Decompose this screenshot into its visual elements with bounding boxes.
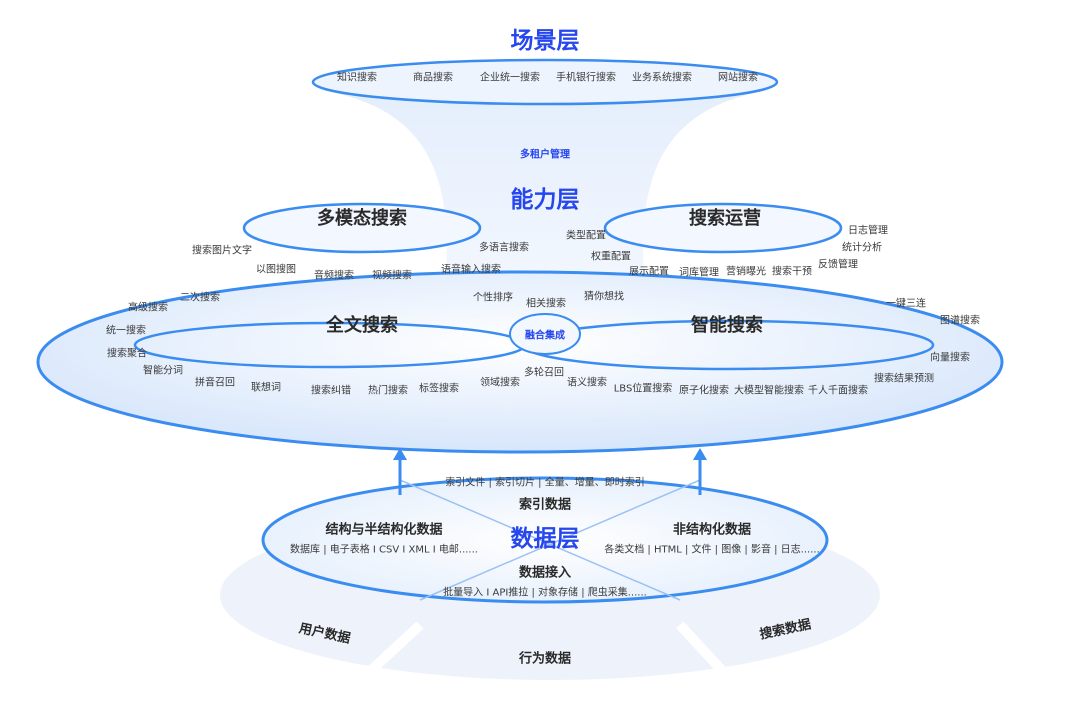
fulltext-item: 智能分词: [143, 365, 183, 377]
fulltext-item: 搜索纠错: [311, 385, 351, 397]
fulltext-item: 搜索聚合: [107, 348, 147, 360]
fulltext-item: 二次搜索: [180, 292, 220, 304]
operation-item: 统计分析: [842, 242, 882, 254]
fulltext-item: 个性排序: [473, 292, 513, 304]
smart-item: 一键三连: [886, 298, 926, 310]
scene-item: 业务系统搜索: [632, 72, 692, 84]
index-detail: 索引文件 | 索引切片 | 全量、增量、即时索引: [445, 477, 645, 489]
fulltext-item: 热门搜索: [368, 385, 408, 397]
smart-title: 智能搜索: [691, 315, 763, 336]
smart-item: 搜索结果预测: [874, 373, 934, 385]
data-layer-title: 数据层: [510, 526, 580, 552]
fulltext-title: 全文搜索: [326, 315, 398, 336]
capability-disk: [36, 270, 1004, 454]
smart-item: 千人千面搜索: [808, 385, 868, 397]
operation-item: 营销曝光: [726, 266, 766, 278]
fulltext-item: 多轮召回: [524, 367, 564, 379]
operation-item: 词库管理: [679, 267, 719, 279]
multimodal-item: 以图搜图: [256, 264, 296, 276]
fulltext-item: 高级搜索: [128, 302, 168, 314]
index-title: 索引数据: [518, 497, 572, 513]
fulltext-item: 拼音召回: [195, 377, 235, 389]
operation-item: 展示配置: [629, 266, 669, 278]
data-layer-ring: [261, 476, 829, 604]
tenant-label: 多租户管理: [520, 149, 570, 161]
unstructured-title: 非结构化数据: [672, 522, 752, 538]
multimodal-item: 语音输入搜索: [441, 264, 501, 276]
ingest-detail: 批量导入 I API推拉 | 对象存储 | 爬虫采集......: [443, 587, 647, 599]
smart-item: 语义搜索: [567, 377, 607, 389]
fulltext-item: 相关搜索: [526, 298, 566, 310]
fulltext-item: 标签搜索: [419, 383, 459, 395]
multimodal-item: 音频搜索: [314, 270, 354, 282]
smart-item: 图谱搜索: [940, 315, 980, 327]
multimodal-item: 多语言搜索: [479, 242, 529, 254]
smart-item: 大模型智能搜索: [734, 385, 804, 397]
multimodal-item: 搜索图片文字: [192, 245, 252, 257]
scene-layer-title: 场景层: [510, 28, 580, 54]
structured-title: 结构与半结构化数据: [325, 522, 443, 538]
scene-item: 企业统一搜索: [480, 72, 540, 84]
scene-item: 网站搜索: [718, 72, 758, 84]
operation-item: 日志管理: [848, 225, 888, 237]
scene-item: 手机银行搜索: [556, 72, 616, 84]
fulltext-item: 统一搜索: [106, 325, 146, 337]
ingest-title: 数据接入: [518, 565, 572, 581]
structured-detail: 数据库 | 电子表格 I CSV I XML I 电邮......: [290, 544, 478, 556]
unstructured-detail: 各类文档 | HTML | 文件 | 图像 | 影音 | 日志......: [604, 544, 820, 556]
fulltext-item: 领域搜索: [480, 377, 520, 389]
operation-item: 反馈管理: [818, 259, 858, 271]
scene-item: 商品搜索: [413, 72, 453, 84]
fulltext-item: 联想词: [251, 382, 281, 394]
operation-item: 权重配置: [591, 251, 631, 263]
fusion-label: 融合集成: [525, 330, 565, 342]
source-behavior-data: 行为数据: [518, 651, 572, 667]
scene-disk: [311, 58, 779, 106]
smart-item: 原子化搜索: [679, 385, 729, 397]
operation-title: 搜索运营: [689, 208, 761, 229]
smart-item: 向量搜索: [930, 352, 970, 364]
multimodal-item: 视频搜索: [372, 270, 412, 282]
capability-layer-title: 能力层: [510, 187, 580, 213]
operation-item: 类型配置: [566, 230, 606, 242]
operation-item: 搜索干预: [772, 266, 812, 278]
scene-item: 知识搜索: [337, 72, 377, 84]
multimodal-title: 多模态搜索: [317, 208, 407, 229]
smart-item: 猜你想找: [584, 291, 624, 303]
smart-item: LBS位置搜索: [613, 383, 673, 395]
